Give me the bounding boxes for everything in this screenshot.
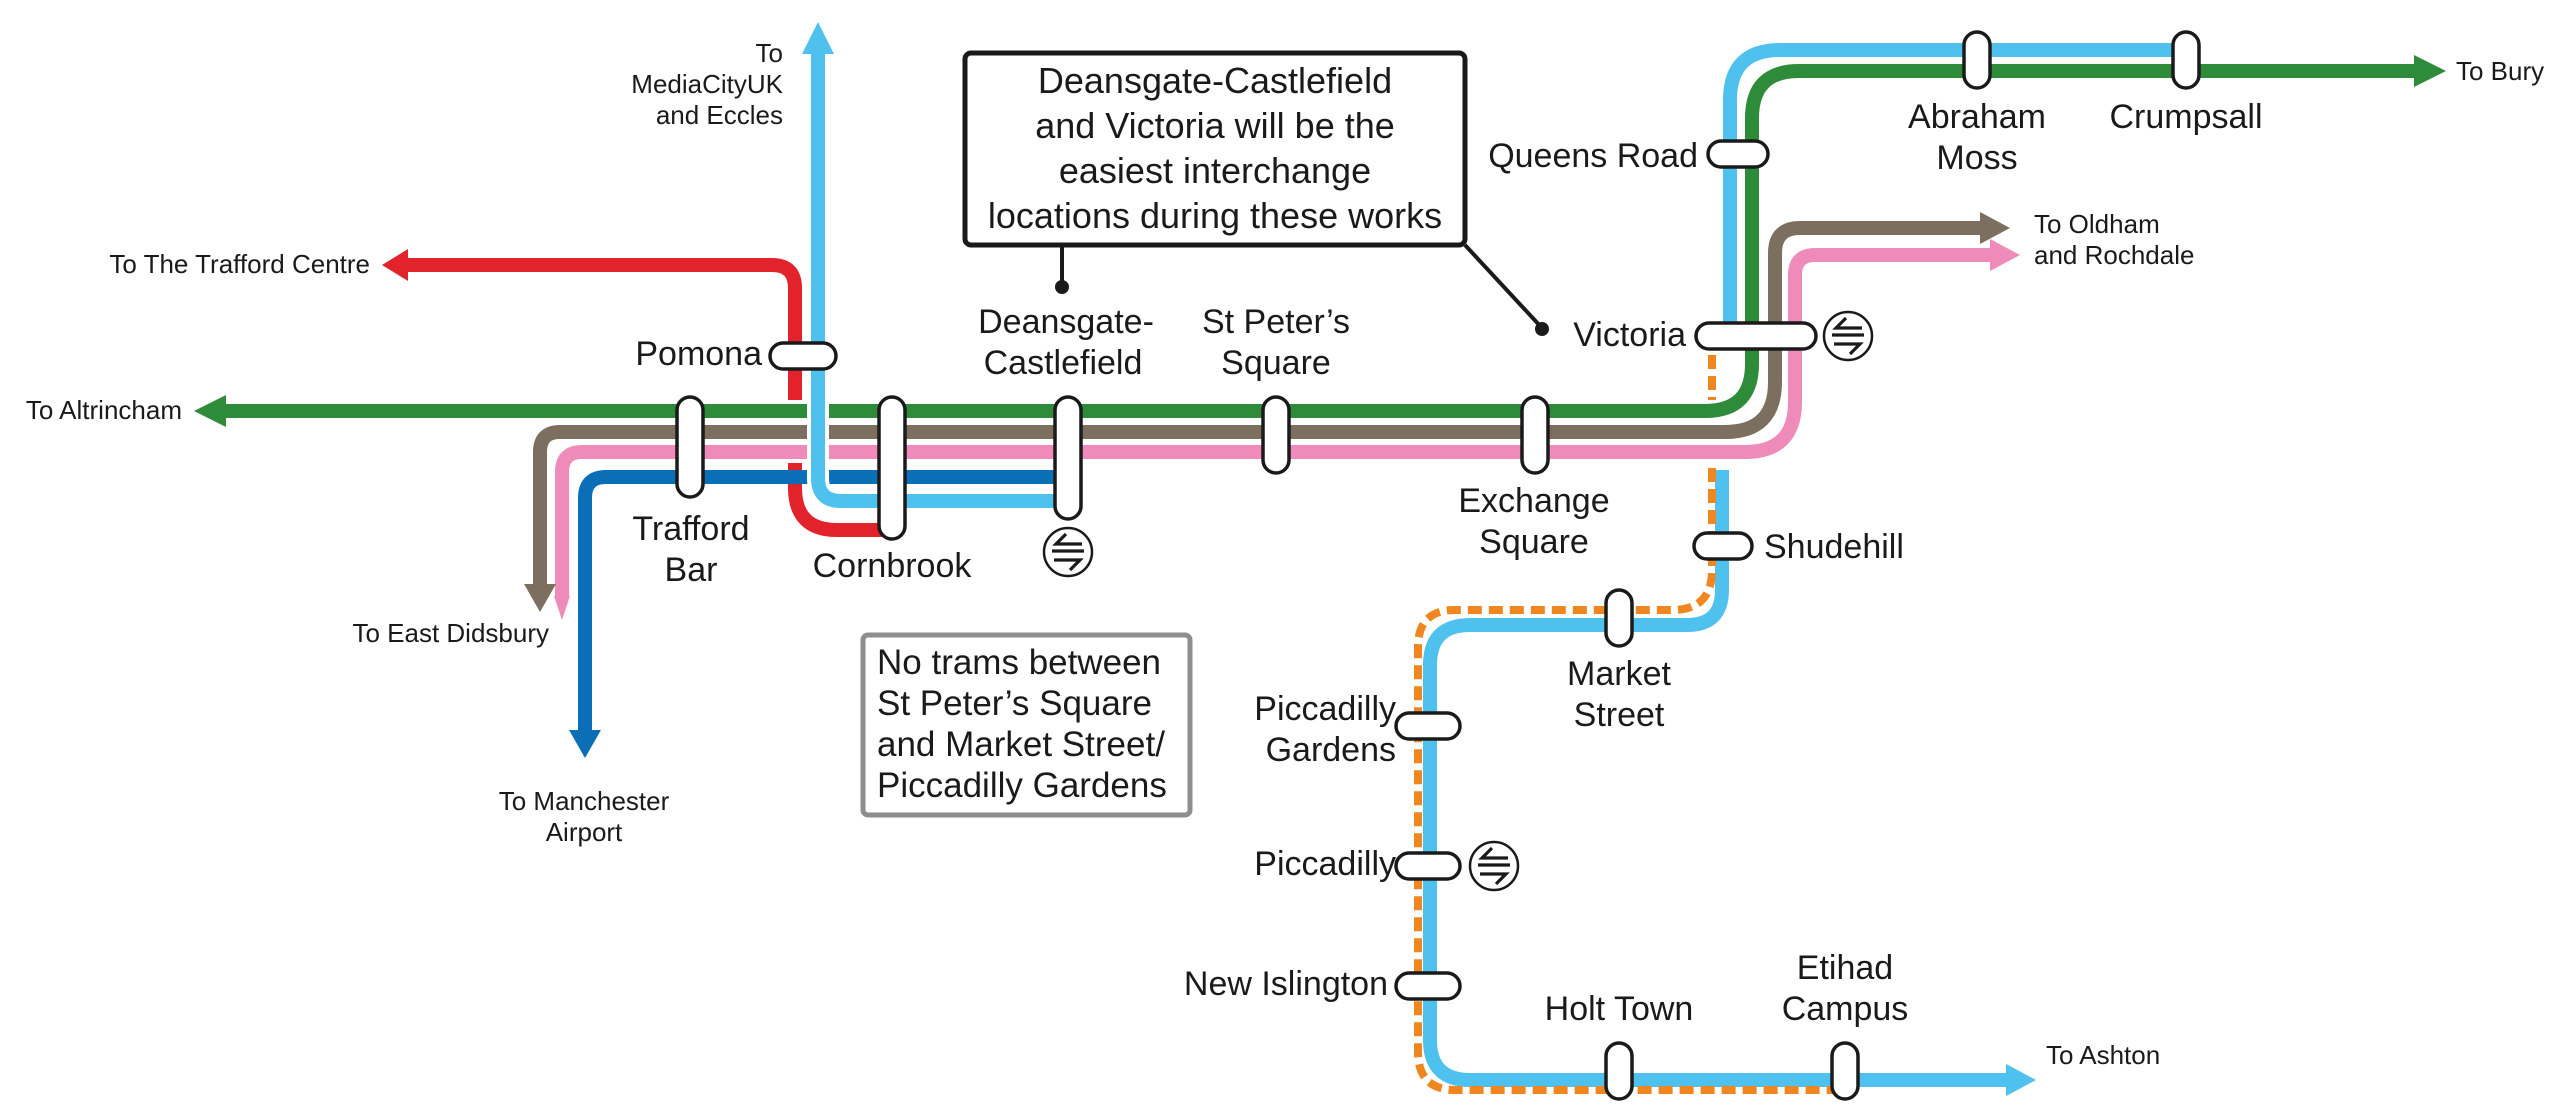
station-label-market-street: Street bbox=[1574, 696, 1665, 734]
station-label-abraham-moss: Moss bbox=[1936, 139, 2017, 177]
national-rail-icon bbox=[1468, 840, 1520, 892]
eccles-line-west bbox=[811, 50, 1066, 508]
callout-dot-victoria bbox=[1535, 322, 1549, 336]
green-line bbox=[220, 64, 2420, 418]
note-text-line: No trams between bbox=[877, 643, 1161, 682]
callout-text-line: Deansgate-Castlefield bbox=[1038, 60, 1392, 101]
piccadilly-marker bbox=[1394, 851, 1462, 881]
station-label-exchange-square: Square bbox=[1479, 523, 1589, 561]
light-blue-line-north bbox=[1723, 43, 2190, 340]
destination-label-mediacityuk: MediaCityUK bbox=[631, 69, 783, 99]
destination-label-manchester-airport: Airport bbox=[546, 817, 623, 847]
destination-label-oldham-rochdale: To Oldham bbox=[2034, 209, 2160, 239]
destination-labels: To MediaCityUK and Eccles To The Traffor… bbox=[26, 38, 2544, 1070]
station-label-abraham-moss: Abraham bbox=[1908, 98, 2046, 136]
airport-line bbox=[578, 470, 1065, 734]
destination-label-ashton: To Ashton bbox=[2046, 1040, 2160, 1070]
st-peters-square-marker bbox=[1261, 395, 1291, 475]
destination-label-mediacityuk: To bbox=[756, 38, 783, 68]
station-label-queens-road: Queens Road bbox=[1488, 137, 1698, 175]
exchange-square-marker bbox=[1520, 395, 1550, 475]
station-label-victoria: Victoria bbox=[1573, 316, 1686, 354]
holt-town-marker bbox=[1604, 1041, 1634, 1101]
station-label-exchange-square: Exchange bbox=[1458, 482, 1609, 520]
station-label-shudehill: Shudehill bbox=[1764, 528, 1904, 566]
destination-label-oldham-rochdale: and Rochdale bbox=[2034, 240, 2194, 270]
brown-line-arrow-didsbury bbox=[524, 584, 556, 612]
brown-line bbox=[533, 221, 1983, 588]
destination-label-altrincham: To Altrincham bbox=[26, 395, 182, 425]
station-label-holt-town: Holt Town bbox=[1545, 990, 1694, 1028]
destination-label-mediacityuk: and Eccles bbox=[656, 100, 783, 130]
station-label-cornbrook: Cornbrook bbox=[813, 547, 973, 585]
national-rail-icon bbox=[1822, 310, 1874, 362]
shudehill-marker bbox=[1692, 531, 1754, 561]
eccles-line-arrow bbox=[802, 22, 834, 54]
destination-label-trafford-centre: To The Trafford Centre bbox=[109, 249, 370, 279]
national-rail-icon bbox=[1042, 526, 1094, 578]
light-blue-line-south bbox=[1423, 470, 2010, 1087]
abraham-moss-marker bbox=[1962, 30, 1992, 90]
station-label-market-street: Market bbox=[1567, 655, 1671, 693]
callout-box bbox=[962, 50, 1468, 248]
interchange-callout: Deansgate-Castlefield and Victoria will … bbox=[962, 50, 1549, 336]
brown-line-arrow-oldham bbox=[1980, 212, 2010, 244]
station-label-crumpsall: Crumpsall bbox=[2109, 98, 2262, 136]
station-label-piccadilly-gardens: Piccadilly bbox=[1254, 690, 1396, 728]
station-label-deansgate-castlefield: Deansgate- bbox=[978, 303, 1154, 341]
closure-note: No trams between St Peter’s Square and M… bbox=[860, 632, 1193, 818]
destination-label-east-didsbury: To East Didsbury bbox=[352, 618, 549, 648]
callout-text-line: locations during these works bbox=[988, 195, 1442, 236]
callout-pointer-victoria bbox=[1463, 243, 1544, 330]
green-line-arrow-altrincham bbox=[194, 395, 226, 427]
note-text-line: and Market Street/ bbox=[877, 725, 1165, 764]
callout-text-line: and Victoria will be the bbox=[1035, 105, 1395, 146]
station-markers bbox=[675, 30, 2201, 1101]
station-label-trafford-bar: Trafford bbox=[632, 510, 749, 548]
note-box bbox=[860, 632, 1193, 818]
station-label-deansgate-castlefield: Castlefield bbox=[984, 344, 1143, 382]
market-street-marker bbox=[1604, 588, 1634, 648]
destination-label-manchester-airport: To Manchester bbox=[499, 786, 670, 816]
station-label-st-peters-square: St Peter’s bbox=[1202, 303, 1350, 341]
station-label-new-islington: New Islington bbox=[1184, 965, 1388, 1003]
red-line-arrow bbox=[382, 249, 408, 281]
pink-line-arrow-rochdale bbox=[1990, 239, 2020, 271]
pink-line-arrow bbox=[554, 596, 570, 620]
callout-dot-deansgate bbox=[1055, 280, 1069, 294]
station-label-etihad-campus: Etihad bbox=[1797, 949, 1893, 987]
station-label-trafford-bar: Bar bbox=[665, 551, 718, 589]
station-labels: Pomona Trafford Bar Cornbrook Deansgate-… bbox=[632, 98, 2262, 1028]
new-islington-marker bbox=[1394, 971, 1462, 1001]
trafford-bar-marker bbox=[675, 395, 705, 499]
station-label-etihad-campus: Campus bbox=[1782, 990, 1909, 1028]
cornbrook-marker bbox=[877, 395, 907, 541]
note-text-line: Piccadilly Gardens bbox=[877, 766, 1167, 805]
station-label-pomona: Pomona bbox=[635, 335, 762, 373]
station-label-st-peters-square: Square bbox=[1221, 344, 1331, 382]
pomona-marker bbox=[768, 341, 838, 371]
green-line-arrow-bury bbox=[2414, 55, 2446, 87]
destination-label-bury: To Bury bbox=[2456, 56, 2544, 86]
queens-road-marker bbox=[1706, 139, 1770, 169]
station-label-piccadilly: Piccadilly bbox=[1254, 845, 1396, 883]
crumpsall-marker bbox=[2171, 30, 2201, 90]
note-text-line: St Peter’s Square bbox=[877, 684, 1152, 723]
red-line bbox=[398, 258, 890, 537]
deansgate-castlefield-marker bbox=[1053, 395, 1083, 521]
tram-lines bbox=[194, 22, 2446, 1096]
station-label-piccadilly-gardens: Gardens bbox=[1266, 731, 1396, 769]
etihad-campus-marker bbox=[1830, 1041, 1860, 1101]
piccadilly-gardens-marker bbox=[1394, 711, 1462, 741]
callout-text-line: easiest interchange bbox=[1059, 150, 1371, 191]
pink-line bbox=[555, 248, 1993, 598]
orange-dashed-line bbox=[1414, 468, 1848, 1094]
ashton-line-arrow bbox=[2006, 1064, 2036, 1096]
victoria-marker bbox=[1694, 321, 1818, 351]
airport-line-arrow bbox=[569, 730, 601, 758]
